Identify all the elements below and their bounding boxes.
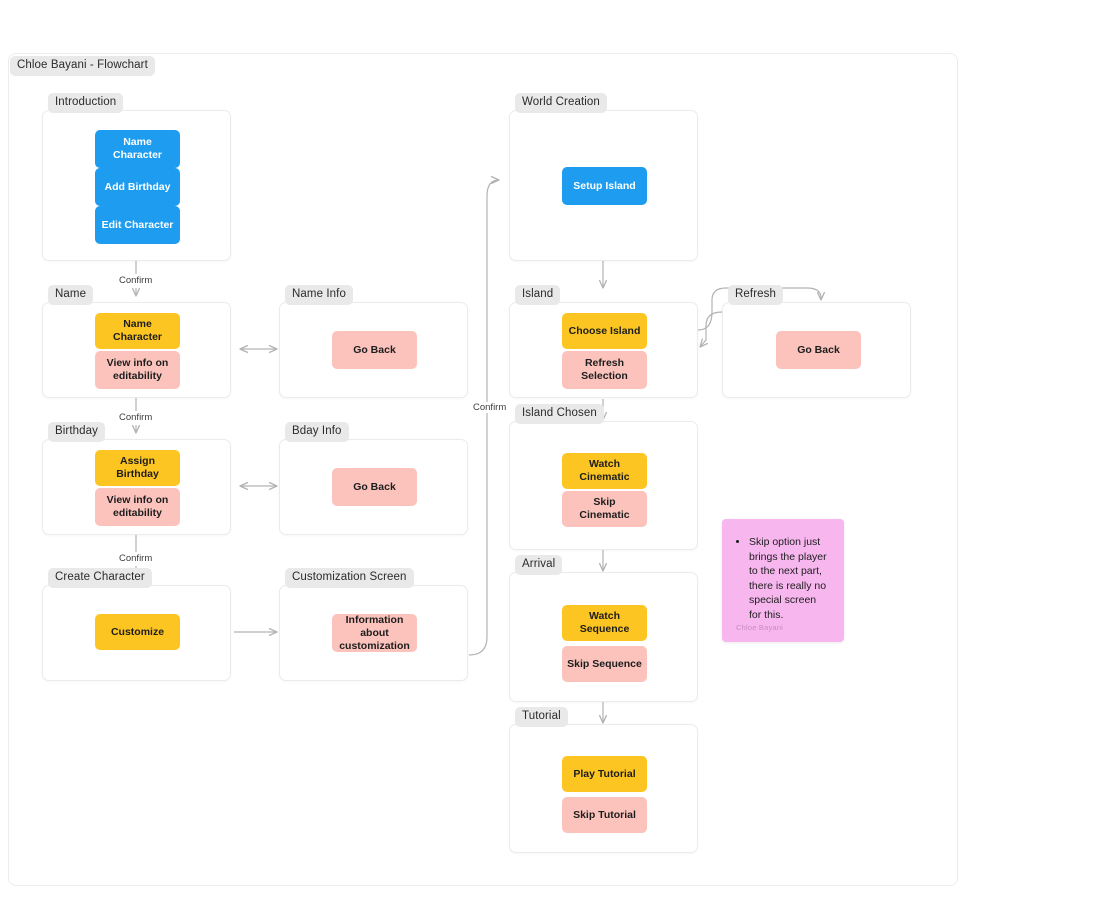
- connector-label-confirm-4: Confirm: [471, 402, 509, 413]
- node-go-back-bday-info[interactable]: Go Back: [332, 468, 417, 506]
- node-name-character[interactable]: Name Character: [95, 130, 180, 168]
- node-watch-cinematic[interactable]: Watch Cinematic: [562, 453, 647, 489]
- frame-label-name[interactable]: Name: [48, 285, 94, 305]
- sticky-note-bullet-list: Skip option just brings the player to th…: [736, 535, 830, 622]
- frame-name[interactable]: Name Name Character View info on editabi…: [42, 285, 231, 398]
- board-title[interactable]: Chloe Bayani - Flowchart: [10, 56, 155, 76]
- frame-label-world-creation[interactable]: World Creation: [515, 93, 607, 113]
- node-choose-island[interactable]: Choose Island: [562, 313, 647, 349]
- frame-label-island[interactable]: Island: [515, 285, 561, 305]
- frame-island[interactable]: Island Choose Island Refresh Selection: [509, 285, 698, 398]
- frame-introduction[interactable]: Introduction Name Character Add Birthday…: [42, 93, 231, 261]
- frame-label-name-info[interactable]: Name Info: [285, 285, 353, 305]
- frame-label-bday-info[interactable]: Bday Info: [285, 422, 349, 442]
- node-play-tutorial[interactable]: Play Tutorial: [562, 756, 647, 792]
- connector-label-confirm-2: Confirm: [117, 412, 155, 423]
- node-setup-island[interactable]: Setup Island: [562, 167, 647, 205]
- frame-label-introduction[interactable]: Introduction: [48, 93, 124, 113]
- node-assign-birthday[interactable]: Assign Birthday: [95, 450, 180, 486]
- frame-world-creation[interactable]: World Creation Setup Island: [509, 93, 698, 261]
- node-view-info-editability-bday[interactable]: View info on editability: [95, 488, 180, 526]
- node-customize[interactable]: Customize: [95, 614, 180, 650]
- frame-bday-info[interactable]: Bday Info Go Back: [279, 422, 468, 535]
- frame-label-arrival[interactable]: Arrival: [515, 555, 563, 575]
- node-go-back-refresh[interactable]: Go Back: [776, 331, 861, 369]
- node-information-about-customization[interactable]: Information about customization: [332, 614, 417, 652]
- frame-label-refresh[interactable]: Refresh: [728, 285, 783, 305]
- frame-label-island-chosen[interactable]: Island Chosen: [515, 404, 604, 424]
- connector-label-confirm-3: Confirm: [117, 553, 155, 564]
- frame-name-info[interactable]: Name Info Go Back: [279, 285, 468, 398]
- frame-arrival[interactable]: Arrival Watch Sequence Skip Sequence: [509, 555, 698, 702]
- node-view-info-editability-name[interactable]: View info on editability: [95, 351, 180, 389]
- sticky-note[interactable]: Skip option just brings the player to th…: [722, 519, 844, 642]
- frame-island-chosen[interactable]: Island Chosen Watch Cinematic Skip Cinem…: [509, 404, 698, 550]
- node-skip-cinematic[interactable]: Skip Cinematic: [562, 491, 647, 527]
- frame-label-tutorial[interactable]: Tutorial: [515, 707, 568, 727]
- node-watch-sequence[interactable]: Watch Sequence: [562, 605, 647, 641]
- frame-birthday[interactable]: Birthday Assign Birthday View info on ed…: [42, 422, 231, 535]
- frame-label-create-character[interactable]: Create Character: [48, 568, 152, 588]
- connector-label-confirm-1: Confirm: [117, 275, 155, 286]
- node-add-birthday[interactable]: Add Birthday: [95, 168, 180, 206]
- frame-create-character[interactable]: Create Character Customize: [42, 568, 231, 681]
- sticky-note-author: Chloe Bayani: [736, 623, 784, 632]
- frame-label-birthday[interactable]: Birthday: [48, 422, 105, 442]
- frame-tutorial[interactable]: Tutorial Play Tutorial Skip Tutorial: [509, 707, 698, 853]
- node-edit-character[interactable]: Edit Character: [95, 206, 180, 244]
- frame-customization-screen[interactable]: Customization Screen Information about c…: [279, 568, 468, 681]
- frame-label-customization-screen[interactable]: Customization Screen: [285, 568, 414, 588]
- node-refresh-selection[interactable]: Refresh Selection: [562, 351, 647, 389]
- node-skip-sequence[interactable]: Skip Sequence: [562, 646, 647, 682]
- node-name-character-yellow[interactable]: Name Character: [95, 313, 180, 349]
- node-skip-tutorial[interactable]: Skip Tutorial: [562, 797, 647, 833]
- node-go-back-name-info[interactable]: Go Back: [332, 331, 417, 369]
- sticky-note-bullet: Skip option just brings the player to th…: [749, 535, 830, 622]
- frame-refresh[interactable]: Refresh Go Back: [722, 285, 911, 398]
